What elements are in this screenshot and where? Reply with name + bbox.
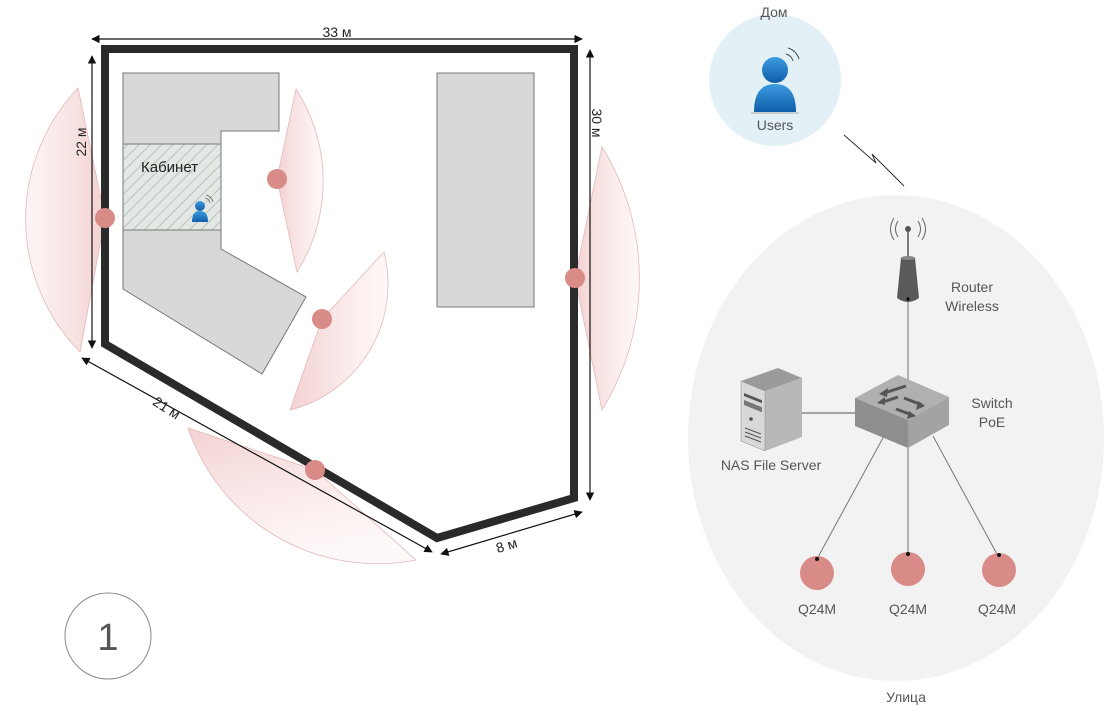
- users-label: Users: [757, 117, 794, 133]
- camera-cone: [276, 87, 324, 274]
- link-switch-camera: [932, 435, 999, 557]
- figure-number-circle: [64, 592, 152, 680]
- camera-cone: [289, 251, 389, 411]
- furniture-block: [436, 72, 535, 308]
- camera-marker[interactable]: [95, 208, 115, 228]
- router-label: Router: [951, 279, 993, 295]
- network-camera[interactable]: Q24M: [889, 552, 927, 617]
- nas-server-icon: [740, 368, 802, 452]
- nas-label: NAS File Server: [721, 457, 822, 473]
- camera-marker[interactable]: [267, 169, 287, 189]
- link-switch-camera: [816, 435, 885, 560]
- dimension-arrow-bottom: [440, 510, 583, 556]
- switch-label: Switch: [971, 395, 1012, 411]
- room-label: Кабинет: [141, 159, 198, 176]
- dimension-label-top: 33 м: [322, 24, 351, 40]
- camera-cone: [187, 427, 417, 565]
- switch-label-line2: PoE: [979, 414, 1005, 430]
- router-label-line2: Wireless: [945, 298, 999, 314]
- user-icon: [192, 194, 214, 222]
- figure-number: 1: [97, 617, 118, 659]
- camera-label: Q24M: [978, 601, 1016, 617]
- dimension-label-right: 30 м: [589, 108, 605, 137]
- dimension-label-diagonal: 21 м: [150, 393, 183, 422]
- wireless-link-icon: [843, 134, 905, 187]
- camera-cone: [25, 87, 106, 353]
- users-icon: [751, 47, 800, 114]
- network-camera[interactable]: Q24M: [798, 556, 836, 617]
- floor-plan: 33 м 22 м 30 м 21 м 8 м Кабинет 1: [25, 24, 640, 680]
- camera-marker[interactable]: [305, 460, 325, 480]
- dimension-label-bottom: 8 м: [494, 534, 519, 556]
- camera-marker[interactable]: [312, 309, 332, 329]
- dimension-label-left: 22 м: [73, 127, 89, 156]
- street-zone-label: Улица: [886, 689, 926, 705]
- camera-marker[interactable]: [565, 268, 585, 288]
- router-icon: [890, 217, 926, 302]
- camera-label: Q24M: [889, 601, 927, 617]
- dimension-arrow-diagonal: [81, 357, 433, 553]
- furniture-block: [122, 229, 307, 375]
- home-zone-label: Дом: [760, 4, 787, 20]
- switch-icon: [855, 375, 949, 448]
- furniture-block: [122, 72, 280, 145]
- network-camera[interactable]: Q24M: [978, 553, 1016, 617]
- camera-label: Q24M: [798, 601, 836, 617]
- network-diagram: Дом Улица Users: [688, 4, 1104, 705]
